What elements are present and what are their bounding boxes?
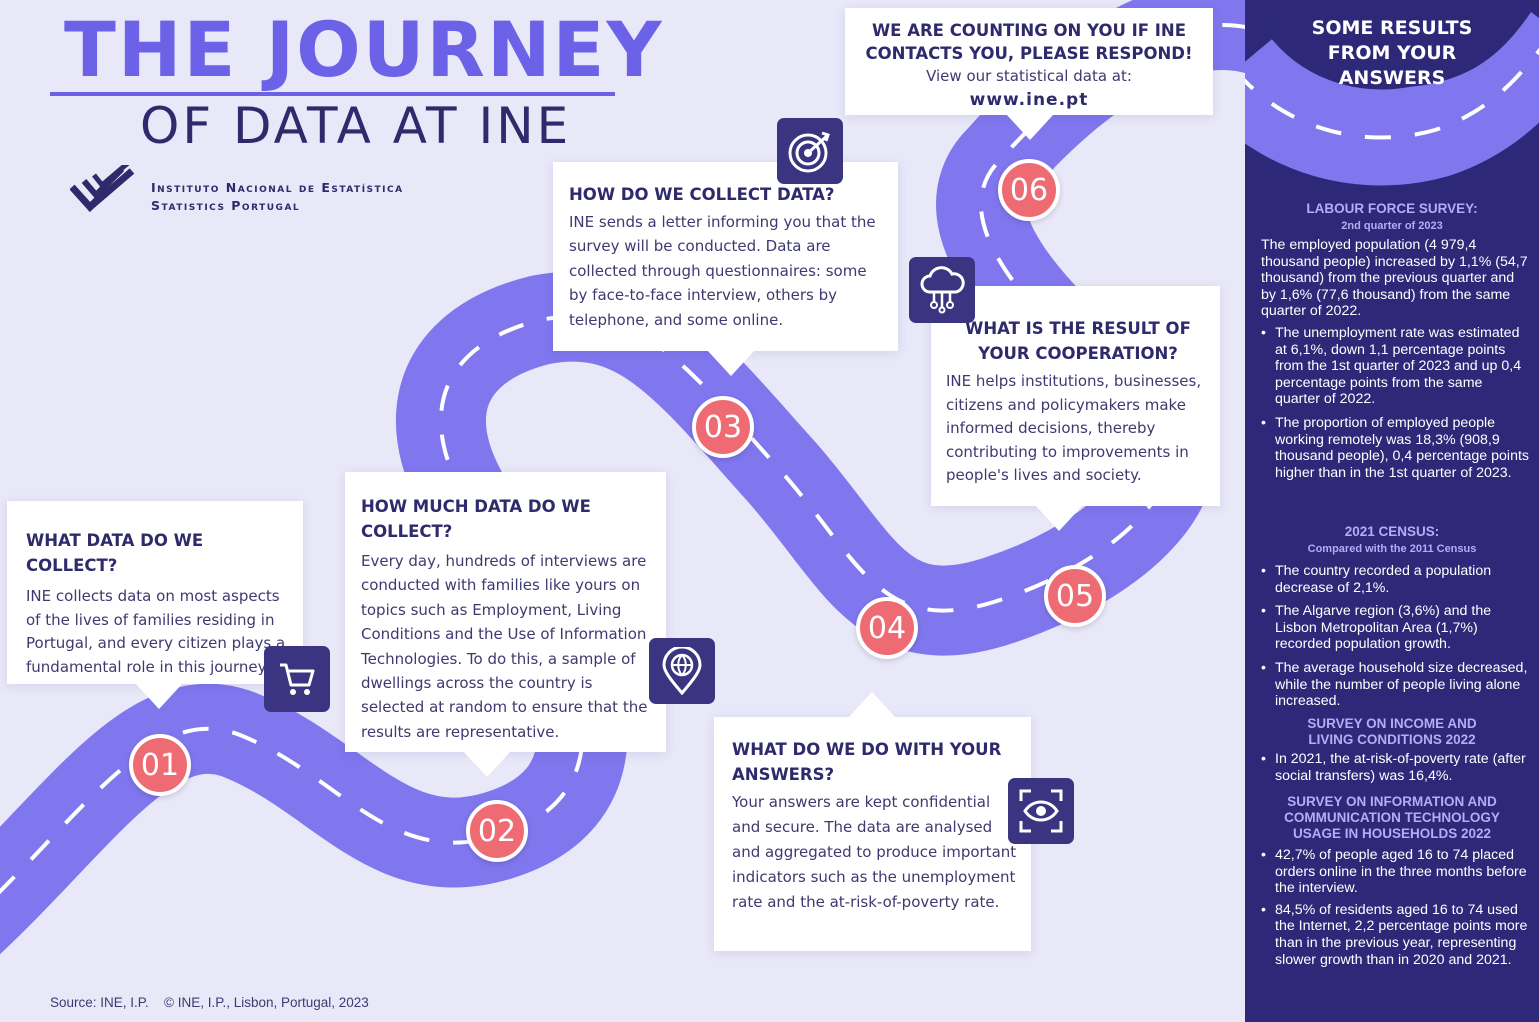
- census-bullets: The country recorded a population decrea…: [1259, 563, 1529, 710]
- step-text: Every day, hundreds of interviews are co…: [361, 552, 648, 741]
- step-heading: WE ARE COUNTING ON YOU IF INE CONTACTS Y…: [865, 21, 1193, 63]
- step-card-03: HOW DO WE COLLECT DATA? INE sends a lett…: [553, 162, 898, 351]
- step-heading: WHAT DATA DO WE COLLECT?: [26, 531, 204, 575]
- step-card-02: HOW MUCH DATA DO WE COLLECT? Every day, …: [345, 472, 666, 752]
- cart-icon: [264, 646, 330, 712]
- card-pointer: [1035, 505, 1083, 531]
- step-badge-04: 04: [856, 597, 918, 659]
- lfs-bullets: The unemployment rate was estimated at 6…: [1259, 325, 1529, 481]
- lfs-intro: The employed population (4 979,4 thousan…: [1261, 237, 1528, 320]
- census-heading: 2021 CENSUS:: [1344, 524, 1440, 539]
- card-pointer: [848, 692, 896, 718]
- step-heading: WHAT DO WE DO WITH YOUR ANSWERS?: [732, 740, 1002, 784]
- census-subheading: Compared with the 2011 Census: [1307, 543, 1477, 555]
- step-heading: WHAT IS THE RESULT OF YOUR COOPERATION?: [965, 319, 1191, 363]
- step-badge-05: 05: [1044, 565, 1106, 627]
- org-name: Instituto Nacional de Estatística: [151, 180, 404, 195]
- step-card-06: WE ARE COUNTING ON YOU IF INE CONTACTS Y…: [845, 8, 1213, 115]
- source-note: Source: INE, I.P.: [50, 995, 149, 1010]
- eye-icon: [1008, 778, 1074, 844]
- card-pointer: [1006, 114, 1054, 140]
- globe-pin-icon: [649, 638, 715, 704]
- silc-bullets: In 2021, the at-risk-of-poverty rate (af…: [1259, 751, 1529, 784]
- ict-heading: SURVEY ON INFORMATION AND COMMUNICATION …: [1284, 794, 1500, 841]
- list-item: The unemployment rate was estimated at 6…: [1259, 325, 1529, 408]
- cloud-network-icon: [909, 257, 975, 323]
- ine-website-link[interactable]: www.ine.pt: [969, 90, 1089, 110]
- title-underline: [50, 92, 615, 96]
- step-card-01: WHAT DATA DO WE COLLECT? INE collects da…: [7, 501, 303, 684]
- step-card-05: WHAT IS THE RESULT OF YOUR COOPERATION? …: [931, 286, 1220, 506]
- lfs-heading: LABOUR FORCE SURVEY:: [1306, 201, 1478, 216]
- card-pointer: [135, 683, 183, 709]
- list-item: The average household size decreased, wh…: [1259, 660, 1529, 710]
- page-title: THE JOURNEY: [64, 5, 664, 94]
- list-item: The Algarve region (3,6%) and the Lisbon…: [1259, 603, 1529, 653]
- lfs-subheading: 2nd quarter of 2023: [1341, 220, 1443, 232]
- list-item: 84,5% of residents aged 16 to 74 used th…: [1259, 902, 1529, 968]
- step-heading: HOW MUCH DATA DO WE COLLECT?: [361, 497, 591, 541]
- step-text: INE collects data on most aspects of the…: [26, 587, 286, 676]
- list-item: 42,7% of people aged 16 to 74 placed ord…: [1259, 847, 1529, 897]
- org-name-en: Statistics Portugal: [151, 198, 301, 213]
- target-icon: [777, 118, 843, 184]
- step-card-04: WHAT DO WE DO WITH YOUR ANSWERS? Your an…: [714, 717, 1031, 951]
- results-sidebar: SOME RESULTS FROM YOUR ANSWERS LABOUR FO…: [1245, 0, 1539, 1022]
- card-pointer: [463, 751, 511, 777]
- step-text: INE helps institutions, businesses, citi…: [946, 372, 1202, 484]
- step-badge-03: 03: [692, 396, 754, 458]
- step-text: Your answers are kept confidential and s…: [732, 793, 1017, 911]
- sidebar-road-curve: [1245, 0, 1539, 186]
- ict-bullets: 42,7% of people aged 16 to 74 placed ord…: [1259, 847, 1529, 968]
- step-text: INE sends a letter informing you that th…: [569, 213, 876, 329]
- step-badge-02: 02: [466, 800, 528, 862]
- step-heading: HOW DO WE COLLECT DATA?: [569, 185, 835, 204]
- copyright-note: © INE, I.P., Lisbon, Portugal, 2023: [164, 995, 369, 1010]
- card-pointer: [707, 350, 755, 376]
- silc-heading: SURVEY ON INCOME AND LIVING CONDITIONS 2…: [1307, 716, 1477, 747]
- page-subtitle: OF DATA AT INE: [140, 97, 572, 155]
- step-text: View our statistical data at:: [926, 67, 1132, 85]
- list-item: In 2021, the at-risk-of-poverty rate (af…: [1259, 751, 1529, 784]
- step-badge-01: 01: [129, 734, 191, 796]
- sidebar-title: SOME RESULTS FROM YOUR ANSWERS: [1311, 17, 1473, 89]
- list-item: The country recorded a population decrea…: [1259, 563, 1529, 596]
- list-item: The proportion of employed people workin…: [1259, 415, 1529, 481]
- step-badge-06: 06: [998, 159, 1060, 221]
- ine-logo-icon: [70, 165, 135, 213]
